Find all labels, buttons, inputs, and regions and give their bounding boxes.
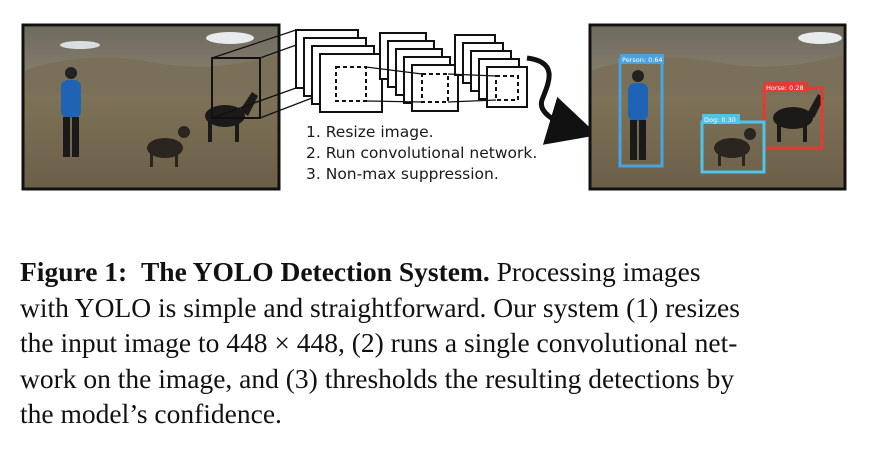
caption-title: The YOLO Detection System. bbox=[140, 256, 490, 287]
step-number: 2. bbox=[306, 144, 321, 162]
step-nms: 3. Non-max suppression. bbox=[306, 164, 537, 185]
caption-line-5: the model’s confidence. bbox=[20, 398, 282, 429]
figure-graphic: Person: 0.64 Horse: 0.28 Dog: 0.30 bbox=[21, 23, 847, 191]
step-text: Resize image. bbox=[325, 123, 434, 141]
conv-stack-1 bbox=[295, 29, 383, 113]
step-run-cnn: 2. Run convolutional network. bbox=[306, 143, 537, 164]
step-text: Run convolutional network. bbox=[325, 144, 538, 162]
conv-connectors bbox=[365, 66, 497, 103]
input-photo bbox=[21, 23, 281, 191]
conv-stack-3 bbox=[454, 34, 528, 108]
caption-label: Figure 1: bbox=[20, 256, 128, 287]
detection-person-label: Person: 0.64 bbox=[622, 56, 663, 64]
step-text: Non-max suppression. bbox=[325, 165, 499, 183]
caption-line-1: Processing images bbox=[496, 256, 701, 287]
caption-line-3: the input image to 448 × 448, (2) runs a… bbox=[20, 327, 738, 358]
detection-dog: Dog: 0.30 bbox=[700, 114, 766, 174]
detection-person: Person: 0.64 bbox=[618, 54, 664, 168]
caption-line-2: with YOLO is simple and straightforward.… bbox=[20, 291, 740, 323]
step-number: 1. bbox=[306, 123, 321, 141]
detection-horse: Horse: 0.28 bbox=[762, 82, 824, 150]
output-arrow bbox=[526, 55, 598, 145]
yolo-figure: Person: 0.64 Horse: 0.28 Dog: 0.30 1. Re… bbox=[21, 23, 847, 191]
step-number: 3. bbox=[306, 165, 321, 183]
detection-dog-label: Dog: 0.30 bbox=[704, 116, 736, 124]
detection-horse-label: Horse: 0.28 bbox=[766, 84, 804, 92]
conv-stack-2 bbox=[379, 32, 459, 112]
caption-line-4: work on the image, and (3) thresholds th… bbox=[20, 362, 735, 394]
step-resize: 1. Resize image. bbox=[306, 122, 537, 143]
figure-caption: Figure 1: The YOLO Detection System. Pro… bbox=[20, 254, 848, 432]
pipeline-steps: 1. Resize image. 2. Run convolutional ne… bbox=[306, 122, 537, 185]
output-photo bbox=[588, 23, 847, 191]
